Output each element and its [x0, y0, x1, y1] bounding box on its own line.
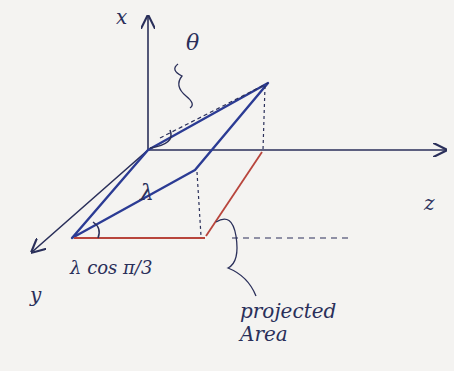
angle-arc [150, 130, 171, 148]
leader-line [216, 219, 256, 296]
z-axis [148, 149, 446, 151]
length-label: λ [140, 180, 154, 205]
x-axis [147, 16, 149, 150]
projected-area-outline [74, 152, 262, 238]
dashed-edge [160, 83, 268, 138]
axis-label: z [424, 192, 435, 215]
drop-line [263, 86, 265, 150]
brace [175, 64, 192, 108]
dimension-label: λ cos π/3 [70, 258, 152, 279]
angle-label: θ [186, 30, 199, 55]
drop-line [197, 172, 201, 236]
axis-label: y [30, 284, 41, 307]
axis-label: x [116, 6, 127, 29]
y-axis [32, 150, 148, 252]
dashed-guide [232, 237, 350, 238]
angle-arc [93, 222, 99, 238]
callout-label: projected Area [240, 300, 340, 346]
inclined-plane [72, 83, 268, 238]
